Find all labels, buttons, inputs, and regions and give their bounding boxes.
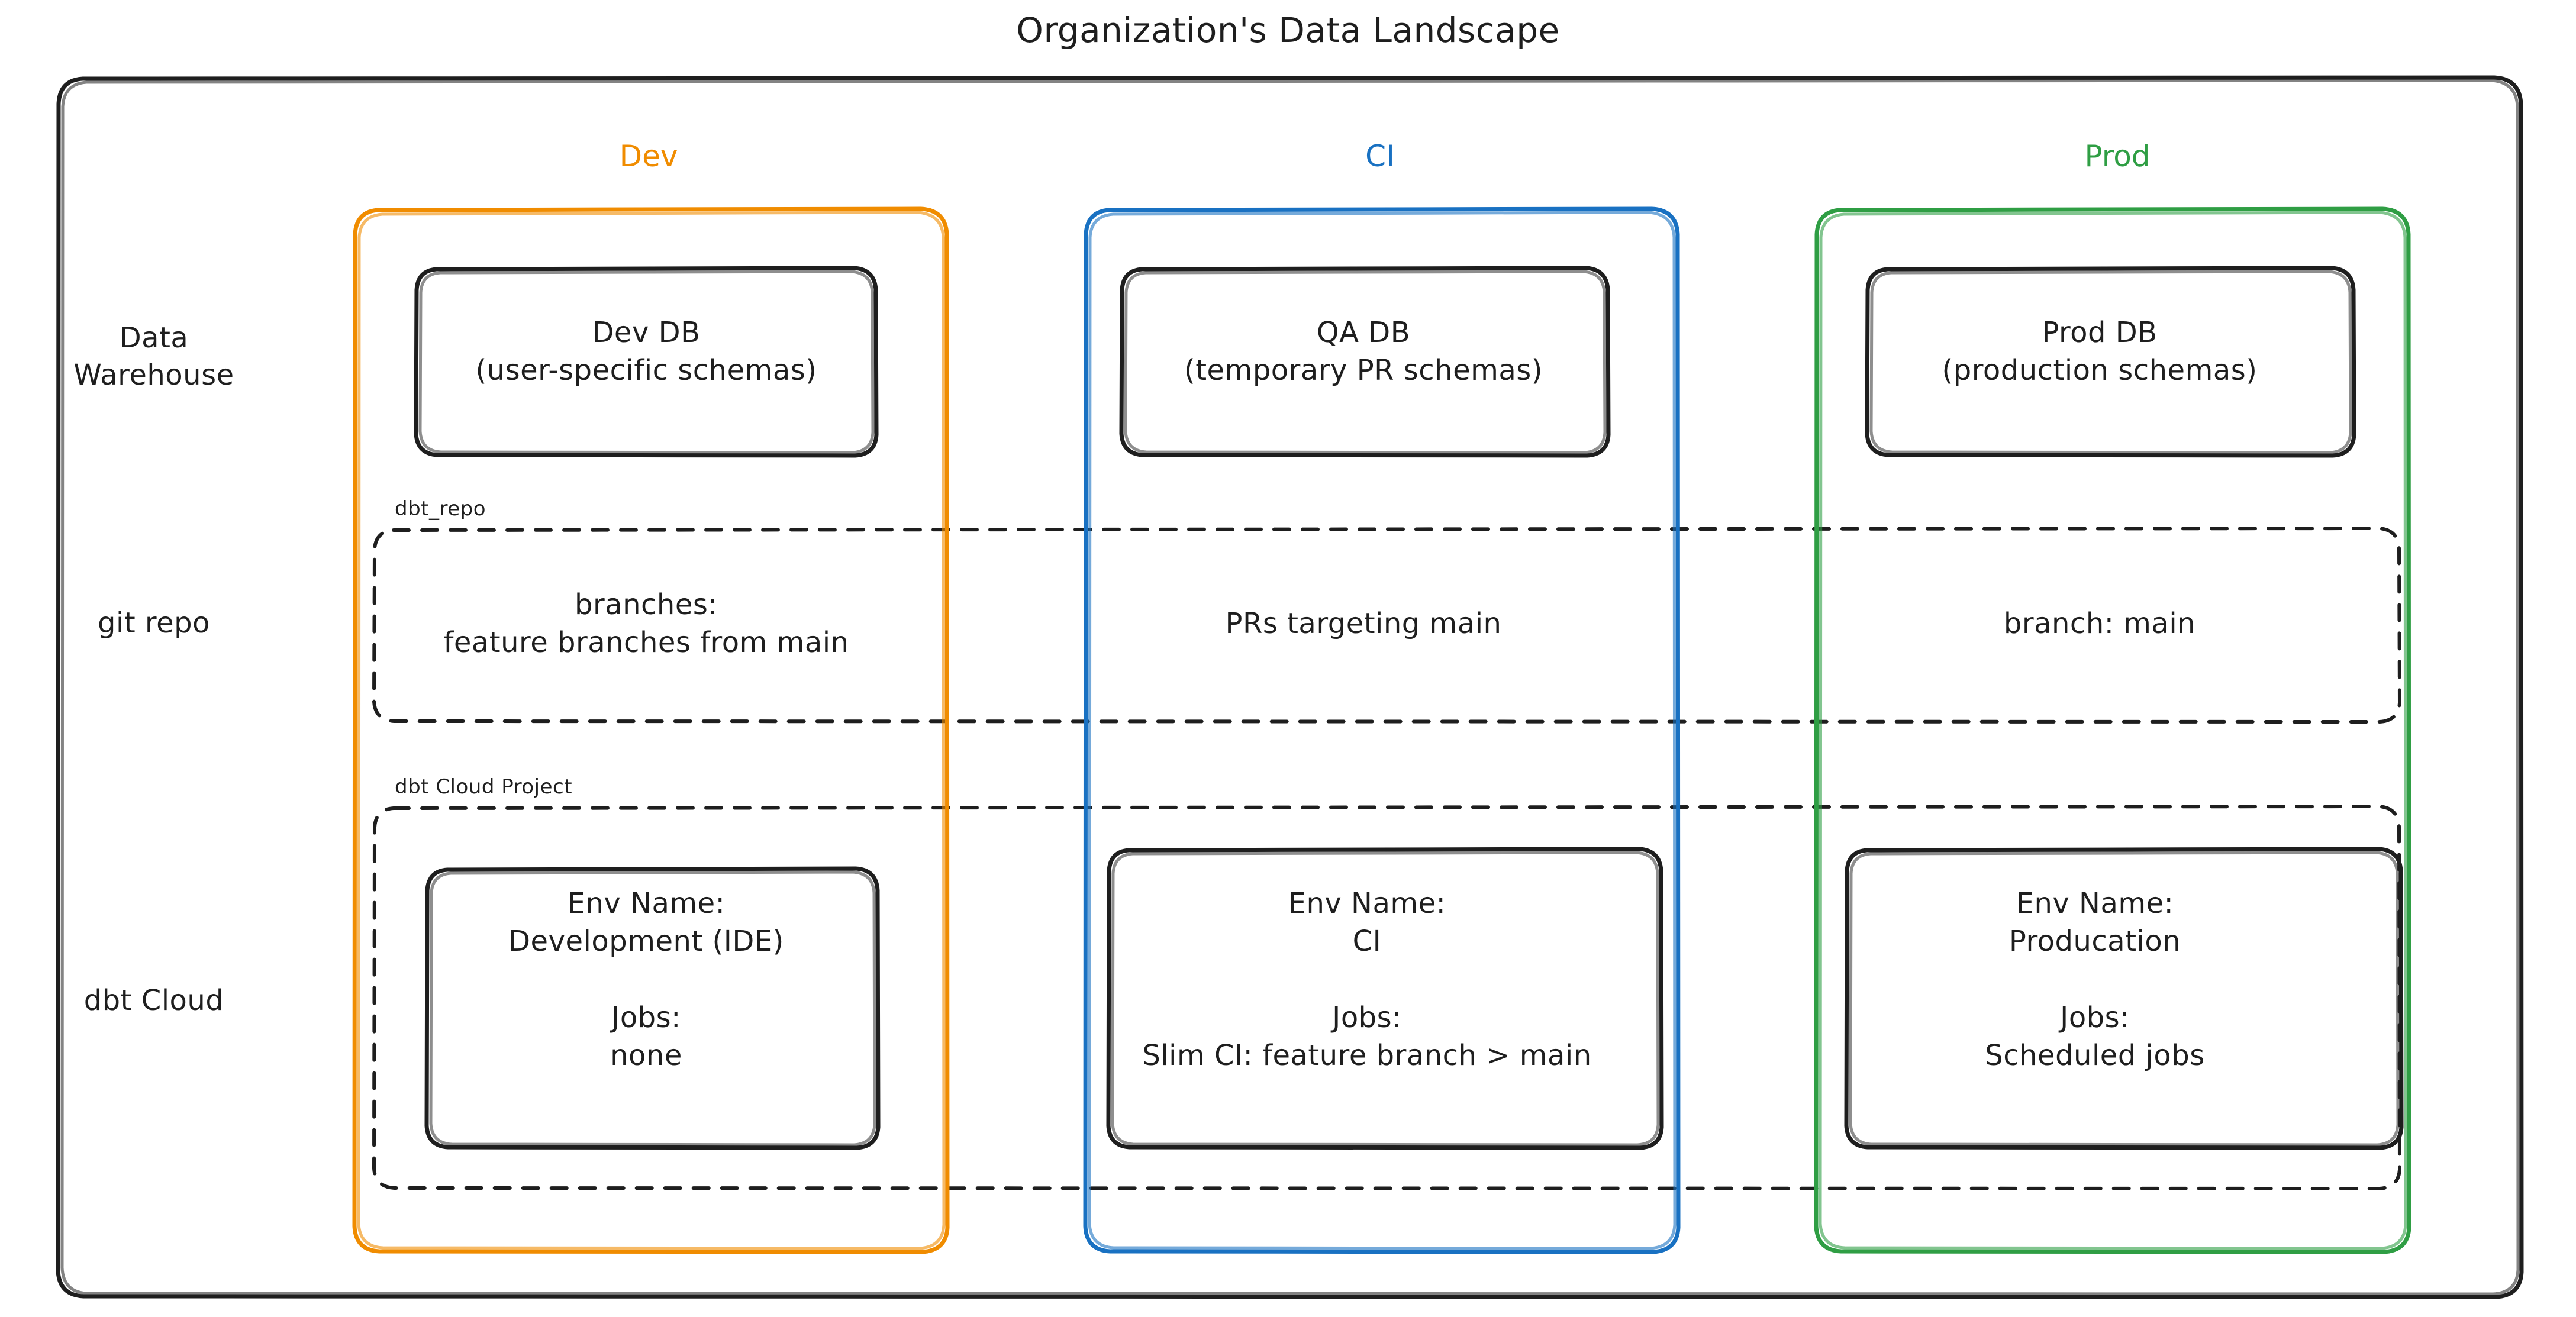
page-title: Organization's Data Landscape — [1016, 10, 1560, 50]
card-data-warehouse-prod: Prod DB (production schemas) — [1942, 316, 2258, 388]
group-tag-dbt-cloud-project: dbt Cloud Project — [395, 775, 573, 799]
card-git-repo-ci: PRs targeting main — [1225, 607, 1502, 640]
column-label-prod: Prod — [2084, 139, 2151, 173]
row-label-git-repo: git repo — [98, 606, 210, 640]
outer-frame — [56, 75, 2524, 1299]
card-dbt-cloud-dev: Env Name: Development (IDE) Jobs: none — [508, 887, 784, 1073]
column-label-ci: CI — [1365, 139, 1395, 173]
card-data-warehouse-ci: QA DB (temporary PR schemas) — [1184, 316, 1543, 388]
row-label-dbt-cloud: dbt Cloud — [83, 984, 224, 1017]
column-label-dev: Dev — [619, 139, 678, 173]
card-data-warehouse-dev: Dev DB (user-specific schemas) — [475, 316, 817, 388]
card-git-repo-prod: branch: main — [2003, 607, 2196, 640]
card-git-repo-dev: branches: feature branches from main — [443, 588, 849, 660]
card-dbt-cloud-prod: Env Name: Producation Jobs: Scheduled jo… — [1985, 887, 2205, 1073]
row-label-data-warehouse: Data Warehouse — [73, 321, 234, 392]
group-tag-dbt-repo: dbt_repo — [395, 497, 486, 521]
card-dbt-cloud-ci: Env Name: CI Jobs: Slim CI: feature bran… — [1142, 887, 1592, 1073]
